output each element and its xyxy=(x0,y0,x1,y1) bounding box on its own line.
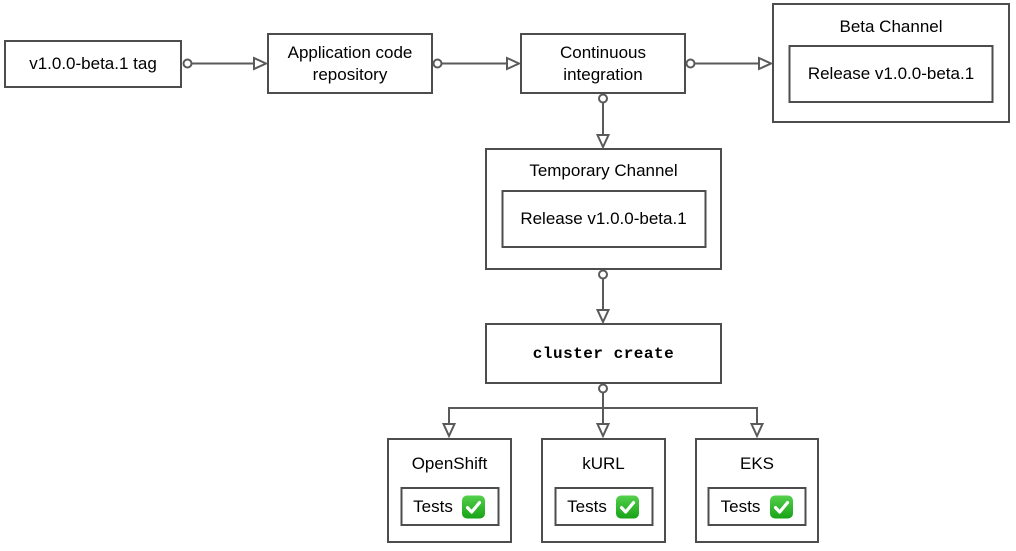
arrowhead-icon xyxy=(253,56,269,71)
tests-box: Tests xyxy=(554,487,653,526)
arrowhead-icon xyxy=(441,423,457,439)
release-label: Release v1.0.0-beta.1 xyxy=(807,64,975,83)
node-continuous-integration: Continuous integration xyxy=(520,33,686,94)
connector-source-dot xyxy=(598,93,608,104)
arrowhead-icon xyxy=(595,309,611,325)
connector-tag-to-repo xyxy=(182,56,269,71)
node-version-tag: v1.0.0-beta.1 tag xyxy=(4,40,182,88)
node-title: EKS xyxy=(739,454,775,473)
tests-label: Tests xyxy=(567,496,607,516)
node-application-code-repository: Application code repository xyxy=(267,33,433,94)
check-mark-icon xyxy=(462,495,486,518)
connector-cluster-create-branch xyxy=(441,383,765,439)
node-label: Continuous integration xyxy=(559,43,646,84)
tests-label: Tests xyxy=(720,496,761,516)
connector-temporary-channel-to-cluster-create xyxy=(595,269,611,325)
node-kurl: kURL Tests xyxy=(541,438,666,543)
connector-source-dot xyxy=(685,58,696,69)
node-cluster-create: cluster create xyxy=(485,323,722,384)
node-title: Temporary Channel xyxy=(529,161,678,180)
connector-ci-to-temporary-channel xyxy=(595,93,611,150)
node-label: v1.0.0-beta.1 tag xyxy=(29,54,157,74)
connector-repo-to-ci xyxy=(432,56,522,71)
node-openshift: OpenShift Tests xyxy=(387,438,512,543)
node-title: OpenShift xyxy=(411,454,488,473)
connector-ci-to-beta-channel xyxy=(685,56,774,71)
node-title: kURL xyxy=(582,454,625,473)
arrowhead-icon xyxy=(595,134,611,150)
connector-source-dot xyxy=(432,58,443,69)
arrowhead-icon xyxy=(595,423,611,439)
check-mark-icon xyxy=(616,495,640,518)
node-label: cluster create xyxy=(532,344,675,363)
tests-label: Tests xyxy=(413,496,453,516)
connector-source-dot xyxy=(598,383,608,394)
arrowhead-icon xyxy=(506,56,522,71)
arrowhead-icon xyxy=(758,56,774,71)
arrowhead-icon xyxy=(749,423,765,439)
node-label: Application code repository xyxy=(287,43,413,84)
release-box: Release v1.0.0-beta.1 xyxy=(501,190,706,248)
node-temporary-channel: Temporary Channel Release v1.0.0-beta.1 xyxy=(485,148,722,270)
release-box: Release v1.0.0-beta.1 xyxy=(788,45,994,103)
node-title: Beta Channel xyxy=(839,17,943,36)
tests-box: Tests xyxy=(707,487,807,526)
tests-box: Tests xyxy=(400,487,499,526)
check-mark-icon xyxy=(769,495,793,518)
node-eks: EKS Tests xyxy=(695,438,819,543)
node-beta-channel: Beta Channel Release v1.0.0-beta.1 xyxy=(772,3,1010,123)
connector-source-dot xyxy=(598,269,608,280)
release-label: Release v1.0.0-beta.1 xyxy=(520,209,687,228)
connector-source-dot xyxy=(182,58,193,69)
